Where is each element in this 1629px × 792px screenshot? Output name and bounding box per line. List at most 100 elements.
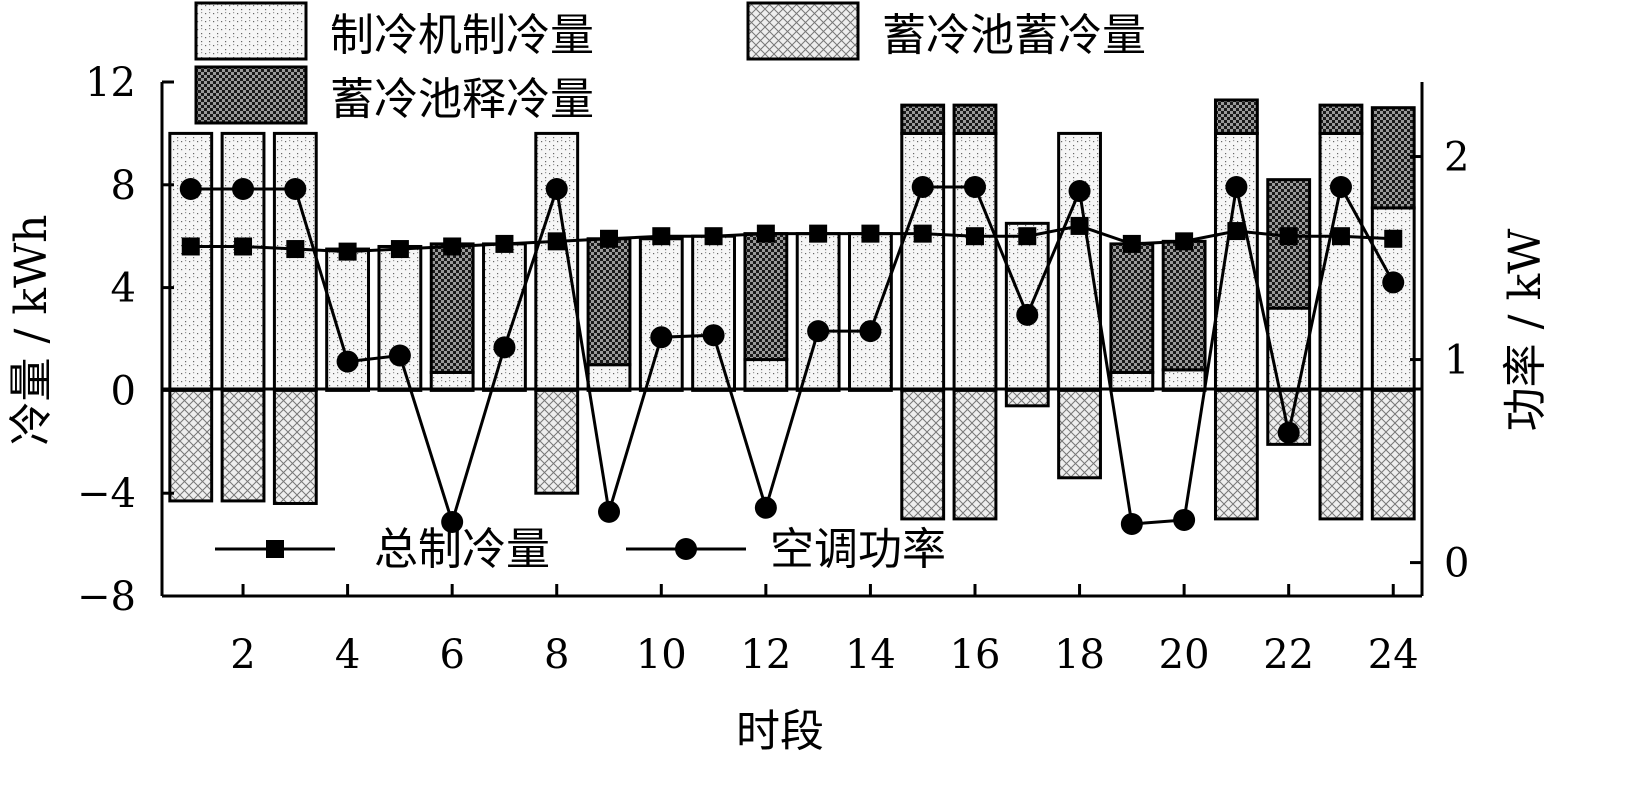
point-total-cooling	[495, 234, 514, 253]
bar-charge	[220, 388, 266, 503]
point-ac-power	[702, 324, 725, 347]
legend-label-charge: 蓄冷池蓄冷量	[882, 10, 1146, 61]
legend-top: 制冷机制冷量 蓄冷池蓄冷量 蓄冷池释冷量	[194, 1, 1146, 125]
bar-charge	[534, 388, 580, 495]
point-total-cooling	[600, 229, 619, 248]
point-ac-power	[493, 336, 516, 359]
bars-layer	[168, 98, 1416, 521]
x-tick-label: 12	[740, 632, 791, 678]
point-ac-power	[807, 320, 830, 343]
y-axis-title-right: 功率 / kW	[1500, 228, 1551, 431]
bar-chiller	[795, 232, 841, 392]
x-tick-label: 4	[335, 632, 360, 678]
bar-chiller	[534, 131, 580, 392]
bar-chiller	[586, 363, 632, 392]
point-ac-power	[1277, 421, 1300, 444]
bar-chiller	[900, 131, 946, 392]
point-ac-power	[1225, 175, 1248, 198]
legend-swatch-chiller	[194, 1, 308, 61]
x-tick-label: 20	[1159, 632, 1210, 678]
bar-chiller	[638, 237, 684, 392]
bar-chiller	[952, 131, 998, 392]
point-total-cooling	[1279, 227, 1298, 246]
legend-bottom: 总制冷量 空调功率	[215, 524, 946, 575]
y-tick-label-right: 0	[1444, 541, 1469, 587]
bar-discharge	[429, 242, 475, 374]
point-ac-power	[859, 320, 882, 343]
bar-charge	[952, 388, 998, 521]
point-ac-power	[545, 178, 568, 201]
y-tick-label-left: −4	[77, 471, 136, 517]
line-ac-power	[190, 182, 1395, 528]
point-total-cooling	[1384, 229, 1403, 248]
point-total-cooling	[547, 232, 566, 251]
bar-chiller	[220, 131, 266, 392]
point-total-cooling	[756, 224, 775, 243]
bar-chiller	[377, 244, 423, 392]
point-total-cooling	[234, 237, 253, 256]
bar-chiller	[1057, 131, 1102, 392]
y-tick-label-left: 0	[111, 368, 136, 414]
line-total-cooling	[190, 224, 1394, 254]
bar-discharge	[900, 103, 946, 135]
bar-charge	[168, 388, 214, 503]
bar-discharge	[1370, 106, 1416, 210]
point-ac-power	[1016, 303, 1039, 326]
point-total-cooling	[443, 237, 462, 256]
point-ac-power	[441, 510, 464, 533]
point-ac-power	[1173, 508, 1196, 531]
y-tick-label-right: 1	[1444, 338, 1469, 384]
point-ac-power	[336, 350, 359, 373]
point-total-cooling	[861, 224, 880, 243]
bar-discharge	[743, 232, 789, 362]
x-tick-label: 16	[950, 632, 1001, 678]
point-ac-power	[911, 175, 934, 198]
point-ac-power	[963, 175, 986, 198]
bar-charge	[1318, 388, 1364, 521]
bar-chiller	[1161, 368, 1207, 392]
point-total-cooling	[1018, 227, 1037, 246]
x-tick-label: 10	[636, 632, 687, 678]
legend-label-chiller: 制冷机制冷量	[330, 10, 594, 61]
legend-label-power: 空调功率	[770, 524, 946, 575]
y-tick-label-right: 2	[1444, 135, 1469, 181]
bar-charge	[272, 388, 318, 505]
point-total-cooling	[965, 227, 984, 246]
x-axis-title: 时段	[736, 706, 824, 757]
point-total-cooling	[652, 227, 671, 246]
point-ac-power	[284, 178, 307, 201]
lines-layer	[179, 175, 1405, 536]
x-tick-label: 14	[845, 632, 896, 678]
legend-marker-circle	[675, 538, 697, 560]
legend-marker-square	[266, 540, 284, 558]
point-ac-power	[1120, 513, 1143, 536]
bar-chiller	[848, 232, 893, 392]
x-tick-label: 24	[1368, 632, 1419, 678]
point-total-cooling	[1331, 227, 1350, 246]
bar-discharge	[1213, 98, 1259, 135]
point-total-cooling	[286, 240, 305, 259]
x-tick-label: 2	[230, 632, 255, 678]
point-total-cooling	[390, 240, 409, 259]
x-tick-label: 18	[1054, 632, 1105, 678]
point-total-cooling	[1227, 222, 1246, 241]
bar-charge	[1370, 388, 1416, 521]
bar-discharge	[1318, 103, 1364, 135]
bar-charge	[1004, 388, 1050, 408]
legend-swatch-discharge	[194, 65, 308, 125]
point-ac-power	[232, 178, 255, 201]
bar-chiller	[691, 234, 736, 392]
point-ac-power	[1382, 271, 1405, 294]
point-total-cooling	[338, 242, 357, 261]
point-ac-power	[388, 344, 411, 367]
point-total-cooling	[809, 224, 828, 243]
point-ac-power	[650, 326, 673, 349]
point-ac-power	[1068, 180, 1091, 203]
point-ac-power	[179, 178, 202, 201]
bar-discharge	[1109, 242, 1155, 374]
legend-label-total: 总制冷量	[374, 524, 550, 575]
point-ac-power	[1329, 175, 1352, 198]
point-total-cooling	[1122, 234, 1141, 253]
y-tick-label-left: −8	[77, 574, 136, 620]
